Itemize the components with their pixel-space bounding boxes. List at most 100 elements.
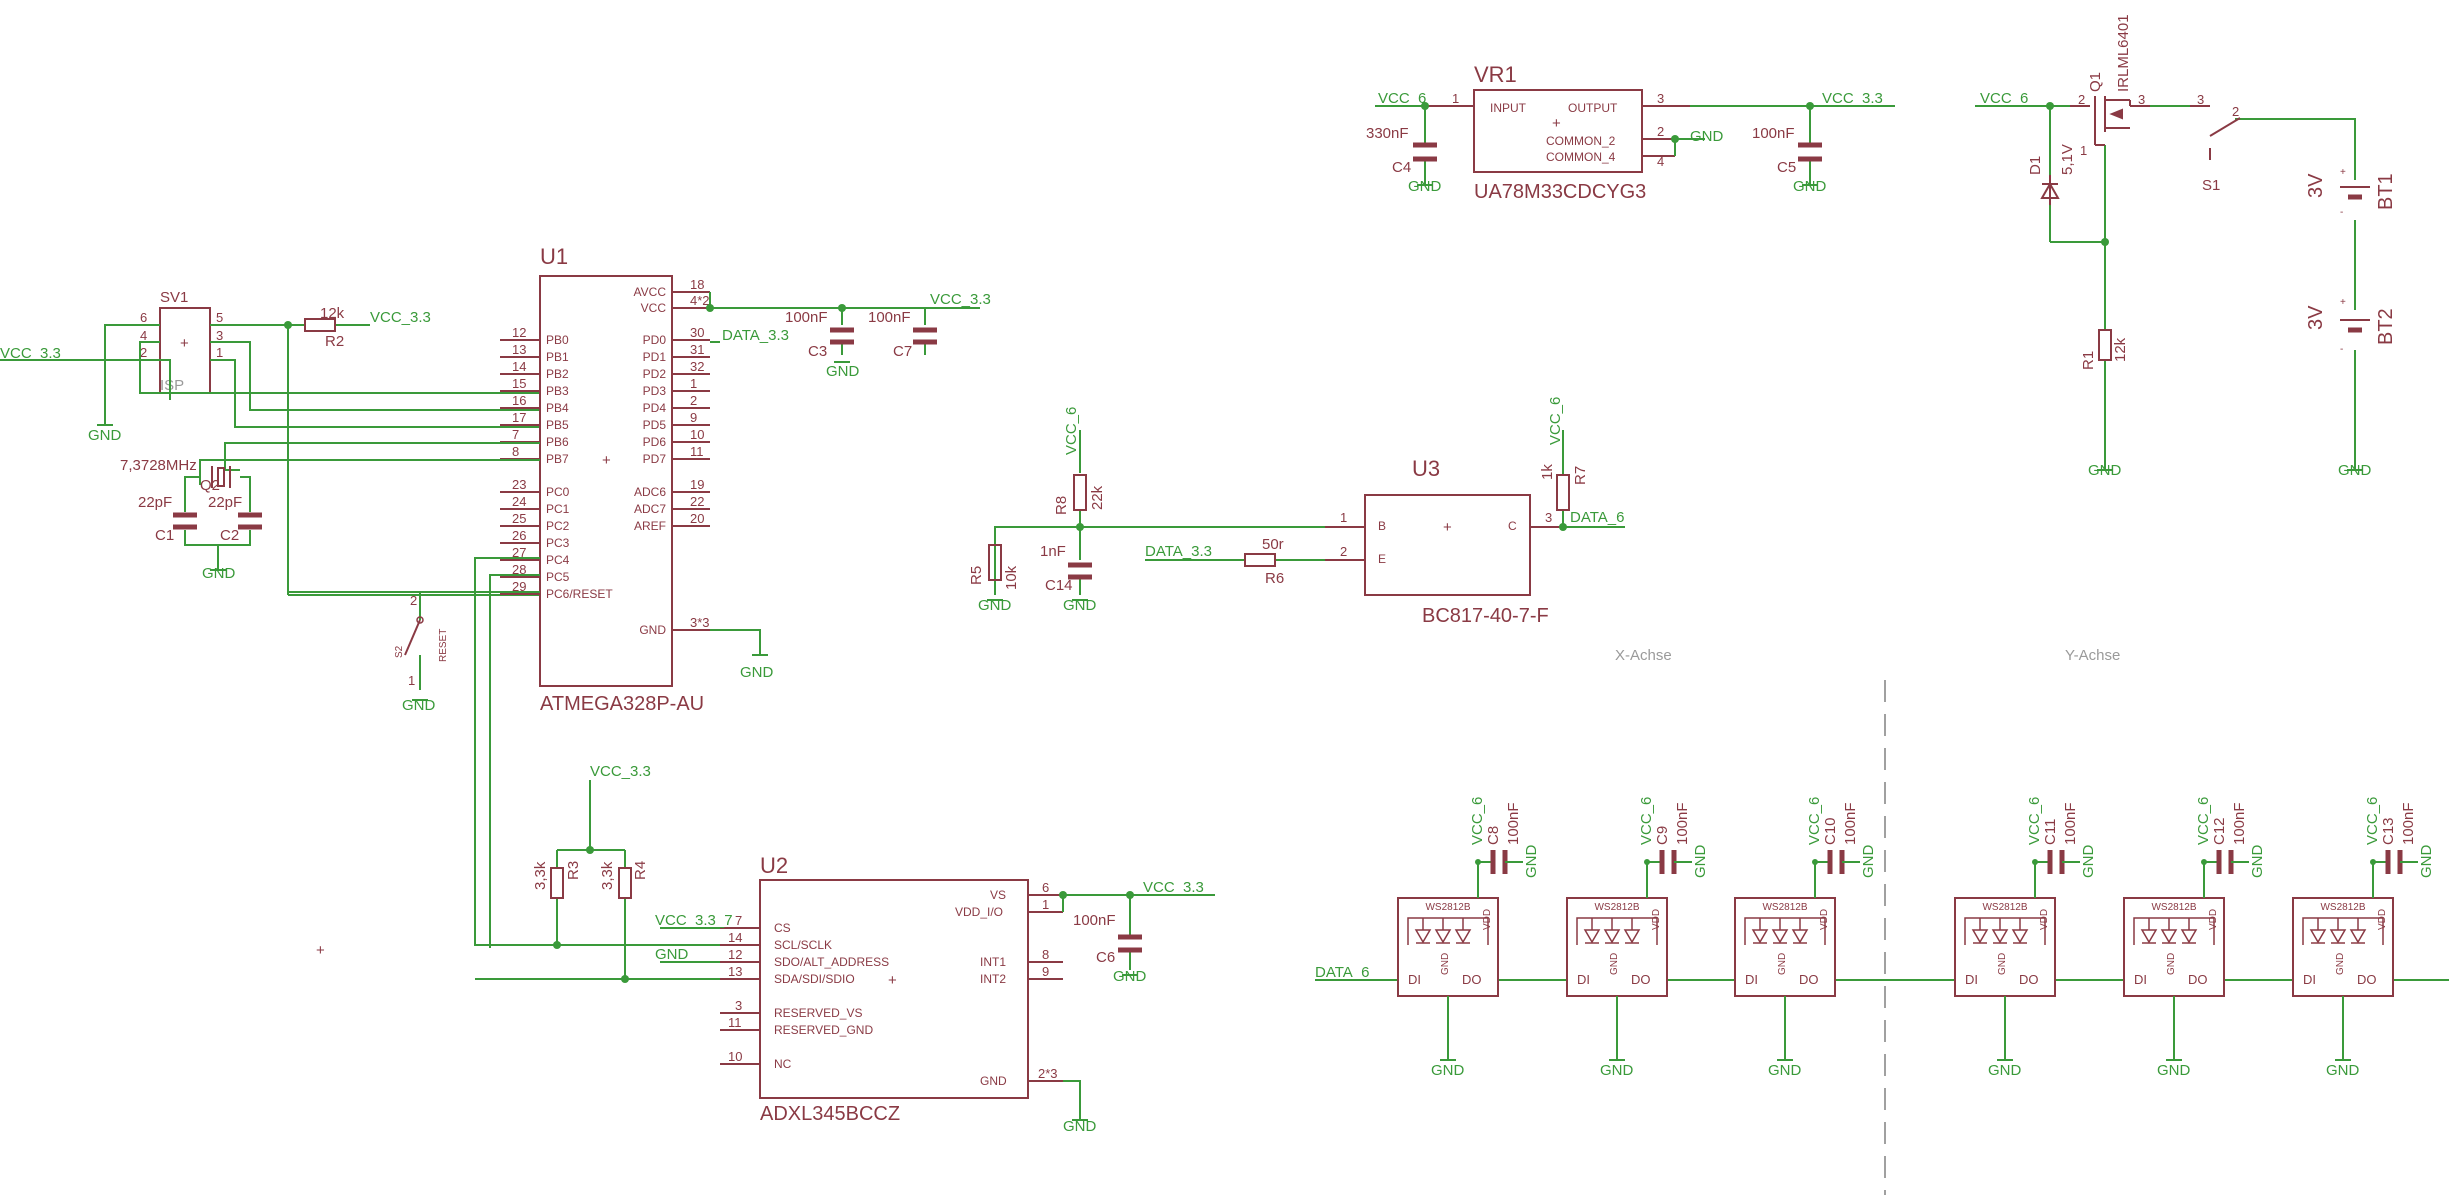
pin-name: PC2 (546, 519, 570, 533)
isp-header-sv1: SV1 ISP 6 5 4 3 2 1 + (140, 289, 223, 394)
pin-number: 13 (512, 342, 526, 357)
svg-text:INPUT: INPUT (1490, 101, 1527, 115)
svg-text:C1: C1 (155, 527, 174, 544)
resistor-r4: 3,3k R4 (599, 861, 649, 899)
pin-name: PD2 (643, 367, 667, 381)
svg-text:1: 1 (1340, 510, 1347, 525)
svg-text:12k: 12k (320, 305, 345, 322)
svg-text:3,3k: 3,3k (532, 861, 549, 890)
svg-text:1: 1 (2080, 143, 2087, 158)
svg-text:R1: R1 (2080, 351, 2097, 370)
battery-bt1: + - 3V BT1 (2305, 167, 2397, 218)
net-label: GND (2080, 845, 2097, 879)
svg-text:GND: GND (202, 565, 236, 582)
svg-text:3: 3 (735, 998, 742, 1013)
svg-text:GND: GND (2338, 462, 2372, 479)
vr1-wires (1375, 105, 1895, 185)
pin-di: DI (2303, 972, 2316, 987)
net-label: GND (655, 946, 689, 963)
net-label: GND (2249, 845, 2266, 879)
svg-text:1: 1 (1042, 897, 1049, 912)
pin-do: DO (2357, 972, 2377, 987)
pin-number: 28 (512, 562, 526, 577)
svg-text:BT1: BT1 (2375, 173, 2397, 210)
pin-name: AREF (634, 519, 666, 533)
svg-text:UA78M33CDCYG3: UA78M33CDCYG3 (1474, 181, 1646, 203)
svg-text:+: + (2340, 297, 2346, 308)
capacitor-c4: 330nF C4 GND (1366, 125, 1442, 195)
svg-text:2*3: 2*3 (1038, 1066, 1058, 1081)
cap-value: 100nF (2400, 802, 2417, 845)
battery-bt2: + - 3V BT2 (2305, 297, 2397, 355)
pin-do: DO (1631, 972, 1651, 987)
svg-text:22k: 22k (1089, 485, 1106, 510)
pin-number: 2 (690, 393, 697, 408)
svg-text:3: 3 (216, 328, 223, 343)
reset-switch-s2[interactable]: 2 1 S2 RESET (394, 593, 449, 688)
svg-text:12k: 12k (2112, 337, 2129, 362)
net-label: GND (2418, 845, 2435, 879)
svg-text:IRLML6401: IRLML6401 (2115, 14, 2132, 92)
net-label: VCC_6 (1806, 797, 1823, 845)
svg-text:50r: 50r (1262, 536, 1284, 553)
net-label: VCC_6 (2026, 797, 2043, 845)
net-label: GND (1523, 845, 1540, 879)
svg-text:SDO/ALT_ADDRESS: SDO/ALT_ADDRESS (774, 955, 889, 969)
svg-text:VR1: VR1 (1474, 62, 1517, 87)
crystal-wires (184, 476, 251, 570)
accelerometer-u2: U2 ADXL345BCCZ + CS SCL/SCLK SDO/ALT_ADD… (720, 853, 1063, 1125)
svg-text:10: 10 (728, 1049, 742, 1064)
svg-text:6: 6 (1042, 880, 1049, 895)
net-label: VCC_6 (1638, 797, 1655, 845)
svg-text:1: 1 (1452, 91, 1459, 106)
svg-text:GND: GND (740, 664, 774, 681)
svg-text:2: 2 (410, 593, 417, 608)
svg-text:-: - (2340, 344, 2343, 355)
net-label: VCC_3.3 (1143, 879, 1204, 896)
power-switch-wires (1975, 105, 2356, 470)
svg-text:R4: R4 (632, 861, 649, 880)
pin-name: PD1 (643, 350, 667, 364)
pin-name: PD4 (643, 401, 667, 415)
svg-text:GND: GND (980, 1074, 1007, 1088)
resistor-r1: R1 12k (2080, 329, 2129, 370)
svg-text:100nF: 100nF (868, 309, 911, 326)
led-type: WS2812B (1982, 902, 2027, 913)
svg-text:1k: 1k (1539, 464, 1556, 480)
svg-text:SV1: SV1 (160, 289, 188, 306)
svg-text:2: 2 (2232, 104, 2239, 119)
pin-name: PB7 (546, 452, 569, 466)
svg-text:11: 11 (728, 1015, 742, 1030)
pin-number: 8 (512, 444, 519, 459)
capacitor-c5: 100nF C5 GND (1752, 125, 1827, 195)
pin-number: 14 (512, 359, 526, 374)
pin-number: 3*3 (690, 615, 710, 630)
svg-text:BC817-40-7-F: BC817-40-7-F (1422, 605, 1549, 627)
pin-number: 4*2 (690, 293, 710, 308)
vr1-regulator: VR1 UA78M33CDCYG3 INPUT OUTPUT COMMON_2 … (1425, 62, 1690, 203)
x-axis-label: X-Achse (1615, 647, 1672, 664)
svg-text:2: 2 (1657, 124, 1664, 139)
svg-text:3: 3 (2138, 92, 2145, 107)
y-axis-label: Y-Achse (2065, 647, 2120, 664)
pin-name: ADC6 (634, 485, 666, 499)
svg-text:+: + (602, 452, 611, 469)
pin-number: 20 (690, 511, 704, 526)
net-label: GND (2326, 1062, 2360, 1079)
resistor-r2: 12k R2 (304, 305, 345, 350)
svg-text:COMMON_4: COMMON_4 (1546, 150, 1616, 164)
svg-text:SDA/SDI/SDIO: SDA/SDI/SDIO (774, 972, 855, 986)
pin-name: PC4 (546, 553, 570, 567)
pin-number: 26 (512, 528, 526, 543)
svg-text:3,3k: 3,3k (599, 861, 616, 890)
switch-s1[interactable]: S1 (2190, 105, 2241, 194)
capacitor-c3: 100nF C3 GND (785, 309, 860, 380)
svg-text:R7: R7 (1572, 466, 1589, 485)
